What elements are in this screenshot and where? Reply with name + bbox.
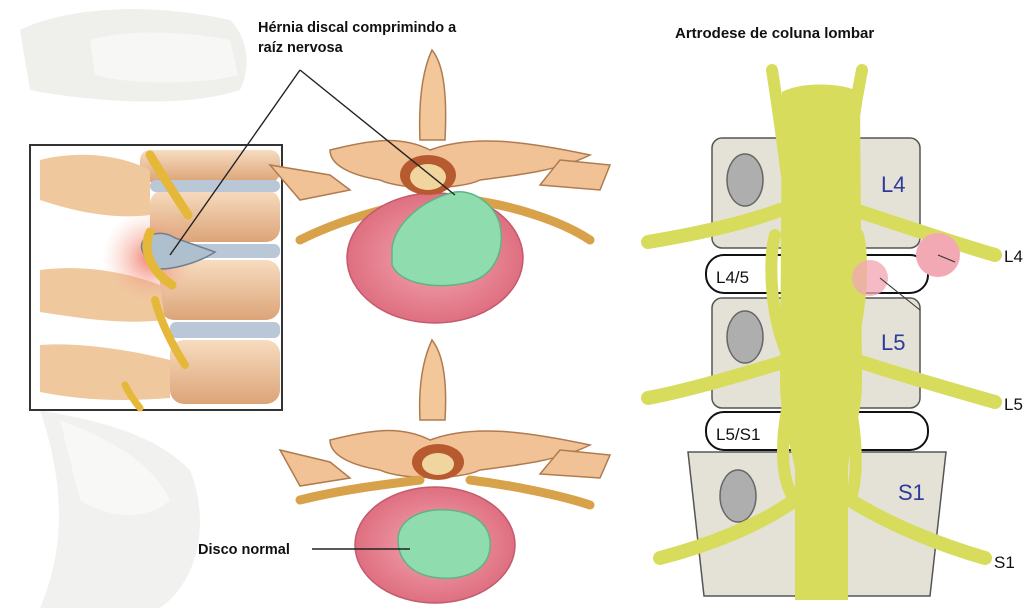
nerve-label-s1: S1 [994, 553, 1015, 572]
vertebra-label-l5: L5 [881, 330, 905, 355]
normal-disc-callout: Disco normal [198, 542, 290, 558]
herniated-disc-axial-view [270, 50, 610, 323]
spine-closeup-inset [30, 145, 282, 410]
normal-disc-axial-view [280, 340, 610, 603]
herniation-callout-line1: Hérnia discal comprimindo a [258, 20, 457, 36]
nerve-label-l5: L5 [1004, 395, 1023, 414]
herniation-circle-lower [852, 260, 888, 296]
disc-label-l5-s1: L5/S1 [716, 425, 760, 444]
right-fusion-panel: Artrodese de coluna lombar [648, 25, 1023, 600]
vertebra-label-s1: S1 [898, 480, 925, 505]
left-anatomy-panel: Hérnia discal comprimindo a raíz nervosa… [20, 9, 610, 608]
herniation-callout-line2: raíz nervosa [258, 40, 344, 56]
vertebra-label-l4: L4 [881, 172, 905, 197]
fusion-title: Artrodese de coluna lombar [675, 25, 874, 42]
nerve-label-l4: L4 [1004, 247, 1023, 266]
disc-label-l4-5: L4/5 [716, 268, 749, 287]
